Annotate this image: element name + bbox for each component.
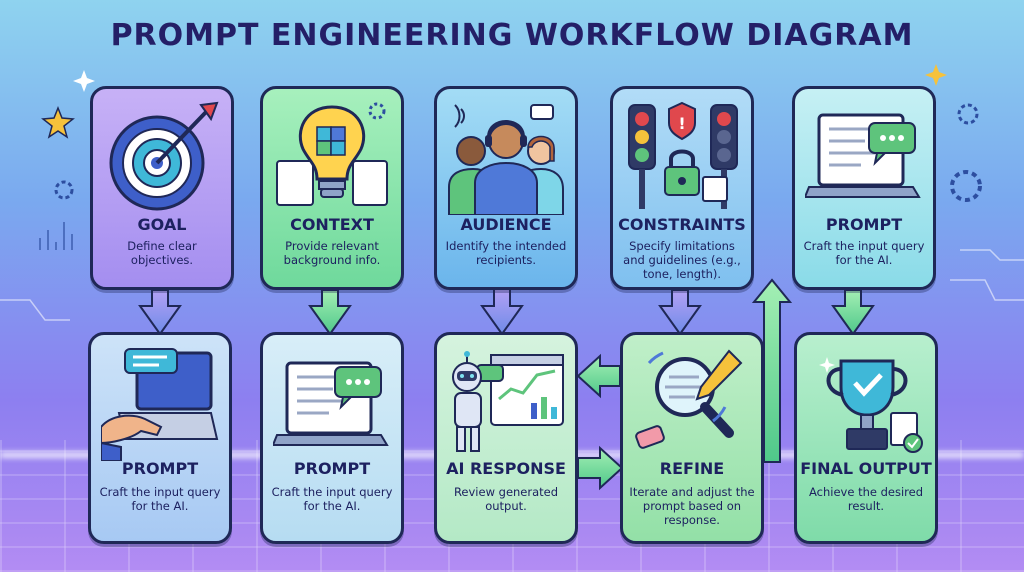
card-prompt-top: PROMPT Craft the input query for the AI. xyxy=(792,86,936,290)
star-icon xyxy=(41,105,75,139)
sparkle-icon xyxy=(925,64,947,86)
card-description: Provide relevant background info. xyxy=(283,239,381,267)
traffic-light-lock-icon: ! xyxy=(628,101,738,209)
card-audience: AUDIENCE Identify the intended recipient… xyxy=(434,86,578,290)
diagram-title: PROMPT ENGINEERING WORKFLOW DIAGRAM xyxy=(110,18,914,53)
circuit-decoration xyxy=(0,249,1024,321)
gear-icon xyxy=(957,103,979,125)
typing-laptop-icon xyxy=(101,348,219,461)
card-constraints: ! CONSTRAINTS Specify limitations and gu… xyxy=(610,86,754,290)
card-refine: REFINE Iterate and adjust the prompt bas… xyxy=(620,332,764,544)
arrow-audience-to-response xyxy=(480,287,524,336)
card-prompt-typing: PROMPT Craft the input query for the AI. xyxy=(88,332,232,544)
card-context: CONTEXT Provide relevant background info… xyxy=(260,86,404,290)
arrow-refine-loop-up xyxy=(751,278,793,463)
arrow-goal-to-prompt xyxy=(138,289,182,336)
card-description: Iterate and adjust the prompt based on r… xyxy=(629,485,755,527)
card-heading: PROMPT xyxy=(121,459,199,478)
arrow-response-to-refine xyxy=(577,445,624,491)
laptop-chat-icon xyxy=(273,361,389,446)
card-heading: CONSTRAINTS xyxy=(618,215,746,234)
card-goal: GOAL Define clear objectives. xyxy=(90,86,234,290)
laptop-chat-icon xyxy=(805,113,921,198)
bar-chart-decoration xyxy=(39,222,73,250)
card-description: Review generated output. xyxy=(453,485,559,513)
robot-dashboard-icon xyxy=(452,351,564,452)
card-description: Achieve the desired result. xyxy=(808,485,924,513)
sparkle-icon xyxy=(73,70,95,92)
svg-text:!: ! xyxy=(678,114,685,133)
card-prompt-laptop: PROMPT Craft the input query for the AI. xyxy=(260,332,404,544)
card-description: Craft the input query for the AI. xyxy=(803,239,925,267)
card-heading: CONTEXT xyxy=(290,215,374,234)
lightbulb-puzzle-icon xyxy=(276,102,388,206)
card-heading: FINAL OUTPUT xyxy=(800,459,932,478)
card-heading: AI RESPONSE xyxy=(446,459,566,478)
card-description: Craft the input query for the AI. xyxy=(99,485,221,513)
card-heading: GOAL xyxy=(137,215,187,234)
card-heading: REFINE xyxy=(659,459,725,478)
gear-icon xyxy=(54,180,74,200)
gear-icon xyxy=(950,170,982,202)
magnifier-pencil-icon xyxy=(635,349,743,449)
card-description: Define clear objectives. xyxy=(127,239,197,267)
card-final-output: FINAL OUTPUT Achieve the desired result. xyxy=(794,332,938,544)
card-description: Identify the intended recipients. xyxy=(445,239,567,267)
card-description: Specify limitations and guidelines (e.g.… xyxy=(623,239,741,281)
people-headset-icon xyxy=(448,104,564,215)
arrow-constraints-to-refine xyxy=(658,289,702,336)
card-heading: PROMPT xyxy=(293,459,371,478)
card-heading: AUDIENCE xyxy=(460,215,552,234)
arrow-prompt-to-final xyxy=(831,289,875,336)
target-icon xyxy=(109,101,219,211)
card-ai-response: AI RESPONSE Review generated output. xyxy=(434,332,578,544)
card-description: Craft the input query for the AI. xyxy=(271,485,393,513)
arrow-context-to-prompt xyxy=(308,289,352,336)
trophy-icon xyxy=(819,357,923,453)
card-heading: PROMPT xyxy=(825,215,903,234)
arrow-refine-to-response xyxy=(576,353,621,399)
